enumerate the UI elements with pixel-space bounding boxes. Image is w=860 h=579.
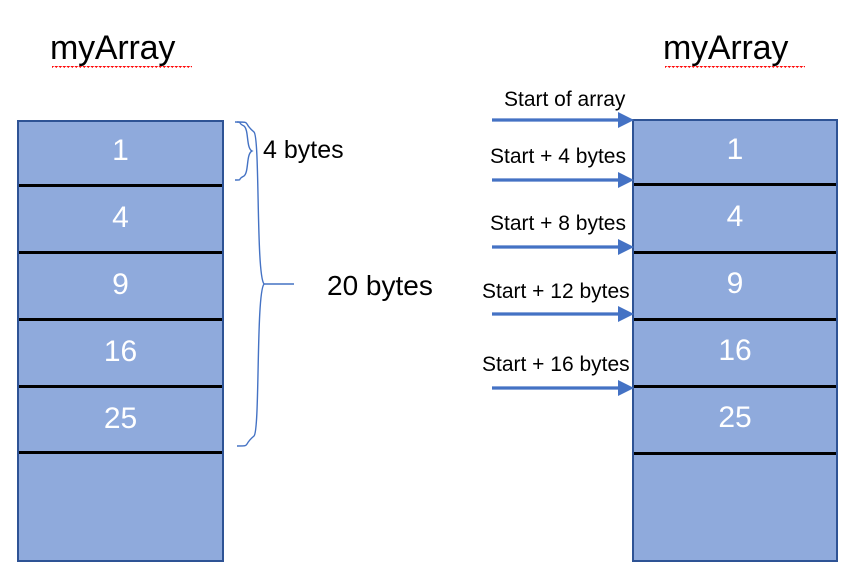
right-cell-value-1: 4 bbox=[726, 200, 744, 233]
left-cell-divider-4 bbox=[19, 385, 222, 388]
right-cell-divider-1 bbox=[634, 183, 836, 186]
right-cell-divider-4 bbox=[634, 385, 836, 388]
left-cell-value-2: 9 bbox=[112, 268, 129, 301]
right-cell-value-2: 9 bbox=[726, 267, 744, 300]
right-array-title: myArray bbox=[663, 29, 789, 67]
right-cell-value-4: 25 bbox=[718, 401, 752, 434]
right-array-box bbox=[632, 119, 838, 562]
pointer-arrow-start-plus-8 bbox=[492, 239, 634, 255]
pointer-arrow-start-plus-16 bbox=[492, 380, 634, 396]
pointer-arrow-start-plus-4 bbox=[492, 172, 634, 188]
left-cell-divider-3 bbox=[19, 318, 222, 321]
left-cell-value-0: 1 bbox=[112, 134, 129, 167]
right-cell-divider-5 bbox=[634, 452, 836, 455]
right-cell-divider-3 bbox=[634, 318, 836, 321]
right-cell-value-3: 16 bbox=[718, 334, 752, 367]
left-cell-divider-5 bbox=[19, 451, 222, 454]
four-bytes-label: 4 bytes bbox=[263, 136, 344, 164]
right-cell-divider-2 bbox=[634, 251, 836, 254]
right-cell-value-0: 1 bbox=[726, 133, 744, 166]
twenty-bytes-brace bbox=[236, 121, 294, 447]
left-title-spellcheck-underline bbox=[52, 66, 192, 70]
left-array-box bbox=[17, 120, 224, 562]
pointer-arrow-start-plus-12 bbox=[492, 306, 634, 322]
left-cell-value-1: 4 bbox=[112, 201, 129, 234]
pointer-arrow-start-of-array bbox=[492, 112, 634, 128]
four-bytes-brace bbox=[234, 121, 254, 181]
left-cell-value-4: 25 bbox=[103, 402, 138, 435]
left-array-title: myArray bbox=[50, 29, 176, 67]
left-cell-value-3: 16 bbox=[103, 335, 138, 368]
pointer-label-start-plus-8: Start + 8 bytes bbox=[490, 212, 626, 235]
pointer-label-start-of-array: Start of array bbox=[504, 88, 626, 111]
left-cell-divider-2 bbox=[19, 251, 222, 254]
pointer-label-start-plus-16: Start + 16 bytes bbox=[482, 353, 630, 376]
pointer-label-start-plus-12: Start + 12 bytes bbox=[482, 280, 630, 303]
twenty-bytes-label: 20 bytes bbox=[327, 270, 433, 301]
left-cell-divider-1 bbox=[19, 184, 222, 187]
right-title-spellcheck-underline bbox=[665, 66, 805, 70]
pointer-label-start-plus-4: Start + 4 bytes bbox=[490, 145, 626, 168]
